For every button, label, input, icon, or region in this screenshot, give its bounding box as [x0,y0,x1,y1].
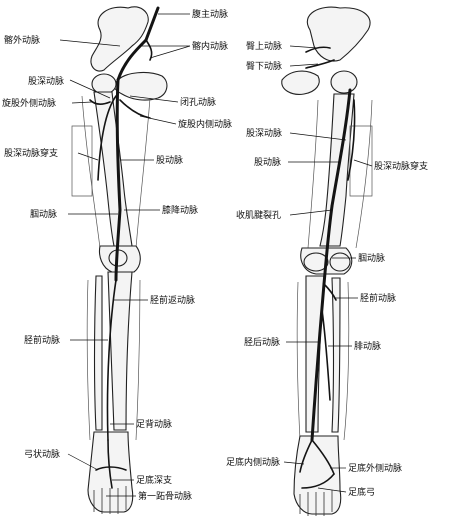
label-deep-femoral-post: 股深动脉 [246,127,282,139]
medial-plantar-vessel [299,439,313,473]
fibula-anterior [93,275,103,431]
label-femoral: 股动脉 [156,154,183,166]
label-lateral-circumflex-femoral: 旋股外侧动脉 [2,97,56,109]
femur-anterior [93,91,133,247]
medial-circumflex-vessel [119,99,151,119]
posterior-tibial-vessel [310,282,326,442]
label-medial-plantar: 足底内侧动脉 [226,456,280,468]
label-perforating-branches: 股深动脉穿支 [4,147,58,159]
label-superior-gluteal: 臀上动脉 [246,40,282,52]
ischium-posterior [281,70,320,95]
label-dorsalis-pedis: 足背动脉 [136,418,172,430]
popliteal-vessel [114,208,122,282]
label-peroneal: 腓动脉 [354,340,381,352]
thigh-outline-posterior [307,99,373,249]
femoral-vessel [115,78,122,212]
label-anterior-tibial: 胫前动脉 [24,334,60,346]
label-descending-genicular: 膝降动脉 [162,204,198,216]
label-inferior-gluteal: 臀下动脉 [246,60,282,72]
deep-femoral-vessel-posterior [347,99,356,181]
label-medial-circumflex-femoral: 旋股内侧动脉 [178,118,232,130]
external-iliac-vessel [116,38,148,82]
label-internal-iliac: 髂内动脉 [192,40,228,52]
pelvis-posterior [307,6,371,62]
abdominal-aorta-vessel [144,6,160,42]
tibia-anterior [107,271,133,431]
label-femoral-post: 股动脉 [254,156,281,168]
fibula-posterior [331,277,341,433]
pubis-anterior [113,71,168,101]
label-popliteal-post: 腘动脉 [358,252,385,264]
label-perforating-post: 股深动脉穿支 [374,160,428,172]
label-arcuate: 弓状动脉 [24,448,60,460]
posterior-view: 臀上动脉 臀下动脉 股深动脉 股动脉 股深动脉穿支 收肌腱裂孔 腘动脉 胫前动脉… [226,6,428,516]
label-first-dorsal-metatarsal: 第一跖骨动脉 [138,490,192,502]
lateral-circumflex-vessel [89,99,111,105]
femoral-head-posterior [330,70,358,94]
label-anterior-tibial-recurrent: 胫前返动脉 [150,294,195,306]
femoral-head-anterior [91,73,117,95]
anterior-view: 腹主动脉 髂外动脉 髂内动脉 股深动脉 旋股外侧动脉 闭孔动脉 旋股内侧动脉 股… [2,6,232,514]
thigh-outline-anterior [81,95,151,249]
anterior-tibial-vessel-posterior [323,283,337,301]
lateral-plantar-vessel [311,439,335,475]
femoral-vessel-posterior [330,88,352,208]
label-external-iliac: 髂外动脉 [4,34,40,46]
label-adductor-hiatus: 收肌腱裂孔 [236,209,281,221]
label-popliteal: 腘动脉 [30,208,57,220]
label-posterior-tibial: 胫后动脉 [244,336,280,348]
anterior-tibial-vessel [106,279,117,441]
label-abdominal-aorta: 腹主动脉 [192,8,228,20]
pelvis-anterior [90,6,149,72]
plantar-arch-vessel [301,473,335,489]
inferior-gluteal-vessel [305,59,335,69]
peroneal-vessel [321,309,331,401]
label-plantar-arch: 足底弓 [348,486,375,498]
label-anterior-tibial-post: 胫前动脉 [360,292,396,304]
deep-femoral-vessel [97,95,117,181]
label-obturator: 闭孔动脉 [180,96,216,108]
internal-iliac-vessel [145,39,153,61]
arcuate-vessel [95,466,127,471]
label-lateral-plantar: 足底外侧动脉 [348,462,402,474]
label-deep-femoral: 股深动脉 [28,75,64,87]
label-deep-plantar-branch: 足底深支 [136,474,172,486]
popliteal-vessel-posterior [322,204,334,286]
